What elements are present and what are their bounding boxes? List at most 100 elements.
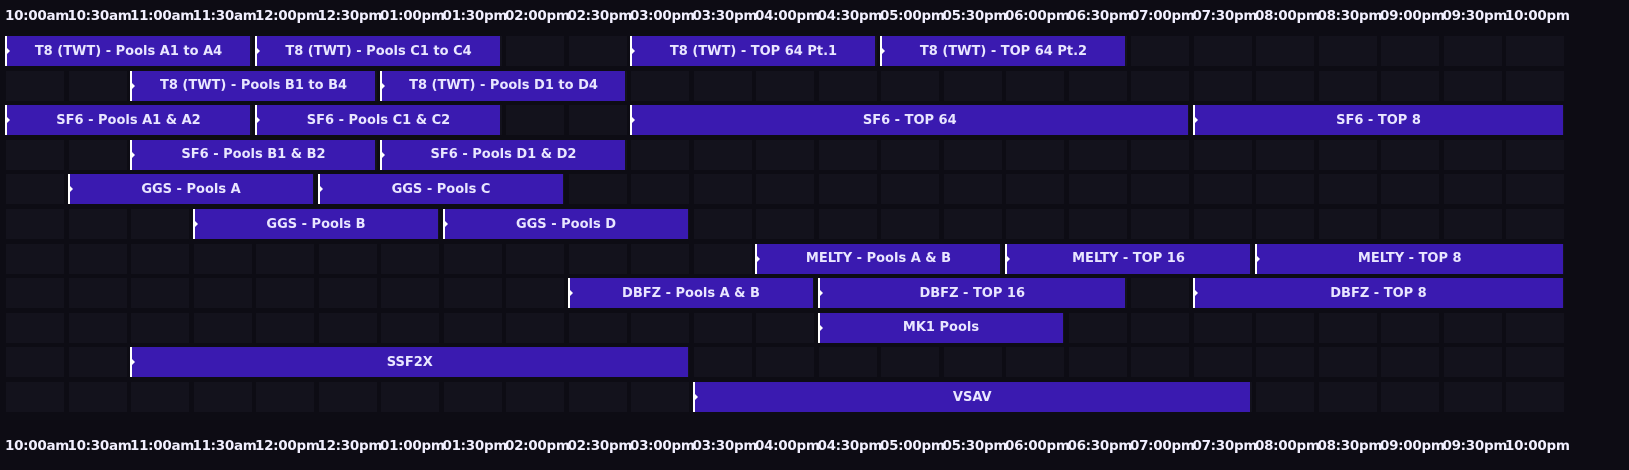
grid-cell xyxy=(1131,278,1189,309)
schedule-event[interactable]: MELTY - TOP 16 xyxy=(1005,243,1250,274)
grid-cell xyxy=(1506,312,1564,343)
event-start-marker-icon xyxy=(568,289,573,298)
grid-cell xyxy=(818,70,877,101)
time-label: 10:00pm xyxy=(1505,438,1570,454)
grid-cell xyxy=(1256,312,1314,343)
grid-cell xyxy=(318,382,377,412)
schedule-event[interactable]: GGS - Pools D xyxy=(442,209,688,239)
grid-cell xyxy=(1318,36,1377,66)
event-label: T8 (TWT) - Pools C1 to C4 xyxy=(285,43,472,59)
time-label: 02:00pm xyxy=(505,8,570,24)
grid-cell xyxy=(6,243,64,274)
schedule-event[interactable]: DBFZ - TOP 16 xyxy=(817,278,1125,309)
grid-cell xyxy=(1506,209,1564,239)
time-label: 03:00pm xyxy=(630,8,695,24)
event-start-marker-icon xyxy=(131,358,135,367)
grid-cell xyxy=(1443,139,1502,170)
grid-cell xyxy=(568,174,627,205)
time-label: 03:00pm xyxy=(630,438,695,454)
grid-cell xyxy=(1381,209,1439,239)
schedule-event[interactable]: GGS - Pools C xyxy=(317,174,563,205)
time-label: 09:00pm xyxy=(1380,438,1445,454)
time-label: 10:30am xyxy=(67,8,132,24)
grid-cell xyxy=(68,382,127,412)
grid-cell xyxy=(693,347,752,378)
grid-cell xyxy=(318,243,377,274)
schedule-event[interactable]: SF6 - Pools B1 & B2 xyxy=(130,139,375,170)
time-label: 02:30pm xyxy=(567,438,633,454)
schedule-event[interactable]: T8 (TWT) - Pools D1 to D4 xyxy=(380,70,625,101)
grid-cell xyxy=(1256,209,1314,239)
schedule-event[interactable]: T8 (TWT) - TOP 64 Pt.1 xyxy=(630,36,875,66)
time-label: 11:30am xyxy=(192,8,257,24)
time-label: 10:00pm xyxy=(1505,8,1570,24)
schedule-event[interactable]: MK1 Pools xyxy=(817,312,1063,343)
schedule-event[interactable]: VSAV xyxy=(692,382,1250,412)
schedule-event[interactable]: GGS - Pools A xyxy=(67,174,313,205)
time-label: 05:30pm xyxy=(942,8,1008,24)
grid-cell xyxy=(1193,139,1252,170)
grid-cell xyxy=(381,382,439,412)
grid-cell xyxy=(68,347,127,378)
schedule-event[interactable]: DBFZ - TOP 8 xyxy=(1192,278,1563,309)
time-label: 10:00am xyxy=(5,8,70,24)
schedule-event[interactable]: SF6 - TOP 8 xyxy=(1192,105,1563,136)
grid-cell xyxy=(506,243,564,274)
schedule-event[interactable]: T8 (TWT) - TOP 64 Pt.2 xyxy=(880,36,1125,66)
grid-cell xyxy=(1193,347,1252,378)
grid-cell xyxy=(693,312,752,343)
event-label: SF6 - Pools A1 & A2 xyxy=(56,112,201,128)
schedule-event[interactable]: SSF2X xyxy=(130,347,688,378)
event-label: SF6 - TOP 8 xyxy=(1336,112,1421,128)
event-start-marker-icon xyxy=(131,150,135,159)
schedule-event[interactable]: T8 (TWT) - Pools C1 to C4 xyxy=(255,36,500,66)
time-label: 01:30pm xyxy=(442,8,508,24)
event-start-marker-icon xyxy=(256,47,260,55)
grid-cell xyxy=(631,70,689,101)
grid-cell xyxy=(68,139,127,170)
time-label: 04:00pm xyxy=(755,438,820,454)
event-start-marker-icon xyxy=(381,81,385,90)
grid-cell xyxy=(631,382,689,412)
grid-cell xyxy=(1131,312,1189,343)
grid-cell xyxy=(1131,174,1189,205)
event-label: SF6 - TOP 64 xyxy=(862,112,957,128)
schedule-event[interactable]: MELTY - TOP 8 xyxy=(1255,243,1563,274)
grid-cell xyxy=(1193,36,1252,66)
grid-cell xyxy=(6,139,64,170)
time-label: 03:30pm xyxy=(692,438,758,454)
grid-cell xyxy=(1506,70,1564,101)
time-label: 06:30pm xyxy=(1067,8,1133,24)
grid-cell xyxy=(443,278,502,309)
schedule-event[interactable]: MELTY - Pools A & B xyxy=(755,243,1000,274)
schedule-event[interactable]: DBFZ - Pools A & B xyxy=(567,278,813,309)
grid-cell xyxy=(256,382,314,412)
event-label: MK1 Pools xyxy=(902,320,980,336)
schedule-event[interactable]: SF6 - Pools D1 & D2 xyxy=(380,139,625,170)
event-label: GGS - Pools C xyxy=(391,181,491,197)
time-label: 07:00pm xyxy=(1130,438,1195,454)
grid-cell xyxy=(568,36,627,66)
schedule-event[interactable]: SF6 - Pools C1 & C2 xyxy=(255,105,500,136)
grid-cell xyxy=(506,382,564,412)
grid-cell xyxy=(318,278,377,309)
grid-cell xyxy=(1068,70,1127,101)
schedule-event[interactable]: SF6 - TOP 64 xyxy=(630,105,1188,136)
time-label: 12:00pm xyxy=(255,438,320,454)
grid-cell xyxy=(1443,174,1502,205)
schedule-event[interactable]: GGS - Pools B xyxy=(192,209,438,239)
grid-cell xyxy=(506,36,564,66)
schedule-event[interactable]: T8 (TWT) - Pools B1 to B4 xyxy=(130,70,375,101)
grid-cell xyxy=(1068,347,1127,378)
grid-cell xyxy=(756,347,814,378)
grid-cell xyxy=(1006,174,1064,205)
time-label: 09:30pm xyxy=(1442,8,1508,24)
grid-cell xyxy=(193,278,252,309)
event-start-marker-icon xyxy=(631,47,635,55)
schedule-event[interactable]: T8 (TWT) - Pools A1 to A4 xyxy=(5,36,250,66)
grid-cell xyxy=(1506,36,1564,66)
schedule-event[interactable]: SF6 - Pools A1 & A2 xyxy=(5,105,250,136)
grid-cell xyxy=(1131,36,1189,66)
event-label: SSF2X xyxy=(386,354,433,370)
time-label: 07:30pm xyxy=(1192,8,1258,24)
